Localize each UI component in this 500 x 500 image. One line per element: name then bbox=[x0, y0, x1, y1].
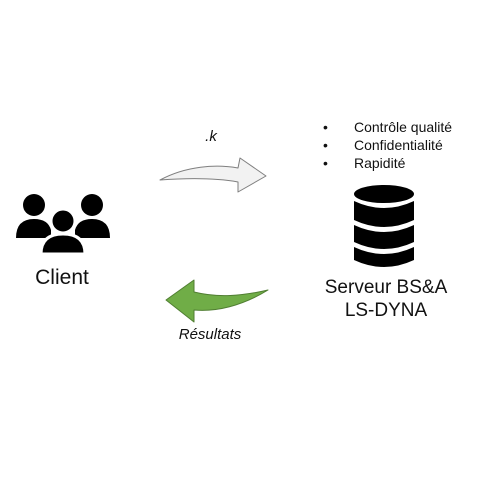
server-feature-list: • Contrôle qualité • Confidentialité • R… bbox=[318, 118, 488, 172]
person-right-head bbox=[81, 194, 103, 216]
bullet-icon: • bbox=[323, 119, 328, 135]
request-label: .k bbox=[205, 128, 217, 145]
feature-item: • Rapidité bbox=[318, 154, 488, 172]
person-left-head bbox=[23, 194, 45, 216]
database-tier bbox=[354, 225, 414, 249]
result-label: Résultats bbox=[178, 326, 242, 343]
group-of-people-icon bbox=[16, 194, 110, 254]
person-center-body bbox=[39, 232, 87, 254]
person-center-head bbox=[49, 207, 77, 235]
feature-text: Rapidité bbox=[354, 155, 406, 171]
feature-item: • Contrôle qualité bbox=[318, 118, 488, 136]
bullet-icon: • bbox=[323, 155, 328, 171]
result-arrow bbox=[165, 279, 269, 323]
server-label-line1: Serveur BS&A bbox=[324, 277, 448, 298]
feature-text: Contrôle qualité bbox=[354, 119, 453, 135]
request-arrow-shape bbox=[159, 157, 267, 193]
database-icon bbox=[354, 185, 414, 267]
database-tier bbox=[354, 201, 414, 227]
bullet-icon: • bbox=[323, 137, 328, 153]
client-label: Client bbox=[35, 266, 89, 289]
person-right-body bbox=[75, 219, 110, 238]
result-arrow-shape bbox=[165, 279, 269, 323]
feature-text: Confidentialité bbox=[354, 137, 443, 153]
server-label-line2: LS-DYNA bbox=[344, 300, 428, 321]
database-top bbox=[354, 185, 414, 203]
server-label: Serveur BS&A LS-DYNA bbox=[296, 276, 476, 322]
database-tier bbox=[354, 247, 414, 267]
feature-item: • Confidentialité bbox=[318, 136, 488, 154]
request-arrow bbox=[159, 157, 267, 193]
person-left-body bbox=[16, 219, 51, 238]
